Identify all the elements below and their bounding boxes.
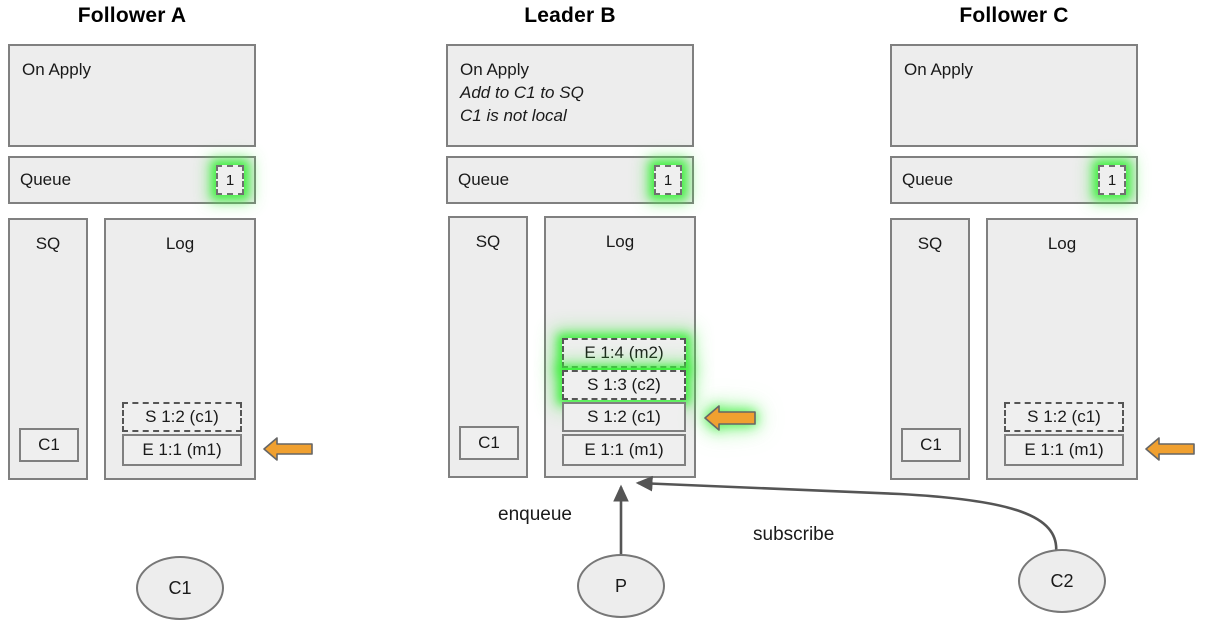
on-apply-heading: On Apply	[904, 60, 973, 79]
log-entry: E 1:4 (m2)	[562, 338, 686, 368]
subscribe-label: subscribe	[753, 524, 835, 545]
sq-header: SQ	[917, 234, 943, 253]
log-entry: S 1:3 (c2)	[562, 370, 686, 400]
log-entry: S 1:2 (c1)	[562, 402, 686, 432]
sq-panel-leader-b: SQ C1	[448, 216, 528, 478]
commit-index-arrow-follower-a	[263, 436, 313, 467]
queue-label: Queue	[20, 170, 72, 189]
log-entry: E 1:1 (m1)	[122, 434, 242, 466]
queue-panel-follower-a: Queue 1	[8, 156, 256, 204]
log-entry: S 1:2 (c1)	[122, 402, 242, 432]
log-header: Log	[605, 232, 635, 251]
commit-index-arrow-leader-b	[703, 403, 757, 438]
node-title-follower-a: Follower A	[77, 4, 187, 27]
on-apply-panel-follower-c: On Apply	[890, 44, 1138, 147]
node-title-leader-b: Leader B	[524, 4, 616, 27]
sq-header: SQ	[475, 232, 501, 251]
sq-panel-follower-a: SQ C1	[8, 218, 88, 480]
log-header: Log	[1047, 234, 1077, 253]
on-apply-heading: On Apply	[460, 60, 529, 79]
queue-label: Queue	[902, 170, 954, 189]
sq-item-c1: C1	[19, 428, 79, 462]
queue-label: Queue	[458, 170, 510, 189]
on-apply-panel-follower-a: On Apply	[8, 44, 256, 147]
client-node-c2: C2	[1018, 549, 1106, 613]
queue-count-badge: 1	[654, 165, 682, 195]
on-apply-note-2: C1 is not local	[460, 106, 567, 125]
node-title-follower-c: Follower C	[959, 4, 1069, 27]
log-panel-leader-b: Log E 1:4 (m2) S 1:3 (c2) S 1:2 (c1) E 1…	[544, 216, 696, 478]
on-apply-panel-leader-b: On Apply Add to C1 to SQ C1 is not local	[446, 44, 694, 147]
queue-panel-follower-c: Queue 1	[890, 156, 1138, 204]
log-header: Log	[165, 234, 195, 253]
log-entry: S 1:2 (c1)	[1004, 402, 1124, 432]
enqueue-label: enqueue	[498, 504, 572, 525]
sq-panel-follower-c: SQ C1	[890, 218, 970, 480]
queue-count-badge: 1	[216, 165, 244, 195]
on-apply-note-1: Add to C1 to SQ	[460, 83, 584, 102]
queue-panel-leader-b: Queue 1	[446, 156, 694, 204]
sq-item-c1: C1	[459, 426, 519, 460]
log-entry: E 1:1 (m1)	[562, 434, 686, 466]
on-apply-heading: On Apply	[22, 60, 91, 79]
queue-count-badge: 1	[1098, 165, 1126, 195]
sq-item-c1: C1	[901, 428, 961, 462]
log-panel-follower-a: Log S 1:2 (c1) E 1:1 (m1)	[104, 218, 256, 480]
sq-header: SQ	[35, 234, 61, 253]
commit-index-arrow-follower-c	[1145, 436, 1195, 467]
client-node-c1: C1	[136, 556, 224, 620]
producer-node-p: P	[577, 554, 665, 618]
subscribe-connector	[635, 475, 1058, 554]
log-entry: E 1:1 (m1)	[1004, 434, 1124, 466]
log-panel-follower-c: Log S 1:2 (c1) E 1:1 (m1)	[986, 218, 1138, 480]
